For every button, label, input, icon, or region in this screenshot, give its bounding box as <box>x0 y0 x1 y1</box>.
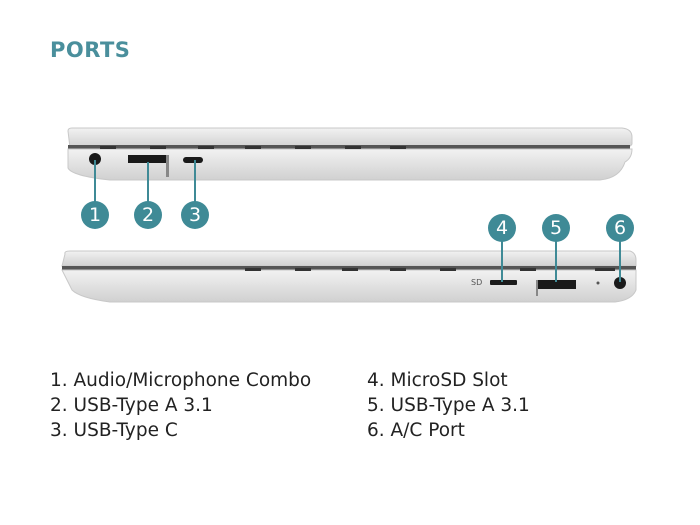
legend-item: 2. USB-Type A 3.1 <box>50 395 213 416</box>
microsd-slot <box>490 280 517 285</box>
legend-item: 3. USB-Type C <box>50 420 178 441</box>
badge-5: 5 <box>542 214 570 242</box>
page-title: PORTS <box>50 38 131 62</box>
svg-text:5: 5 <box>550 217 562 239</box>
legend-left: 1. Audio/Microphone Combo 2. USB-Type A … <box>50 368 311 443</box>
legend-item: 4. MicroSD Slot <box>367 370 508 391</box>
legend-item: 6. A/C Port <box>367 420 465 441</box>
svg-text:3: 3 <box>189 204 201 226</box>
laptop-left-side <box>67 127 633 181</box>
usb-a-port-left <box>128 155 166 163</box>
audio-jack <box>89 153 101 165</box>
badge-4: 4 <box>488 214 516 242</box>
svg-text:2: 2 <box>142 204 154 226</box>
badge-6: 6 <box>606 214 634 242</box>
legend-right: 4. MicroSD Slot 5. USB-Type A 3.1 6. A/C… <box>367 368 530 443</box>
sd-label: SD <box>471 278 482 287</box>
legend-item: 5. USB-Type A 3.1 <box>367 395 530 416</box>
svg-text:1: 1 <box>89 204 101 226</box>
badge-2: 2 <box>134 201 162 229</box>
svg-text:4: 4 <box>496 217 508 239</box>
usb-a-port-right <box>538 280 576 289</box>
legend-item: 1. Audio/Microphone Combo <box>50 370 312 391</box>
badge-3: 3 <box>181 201 209 229</box>
svg-text:6: 6 <box>614 217 626 239</box>
usb-c-port <box>183 157 203 163</box>
badge-1: 1 <box>81 201 109 229</box>
laptop-right-side: SD <box>61 250 637 303</box>
leader-lines <box>94 160 621 282</box>
ac-port <box>614 277 626 289</box>
